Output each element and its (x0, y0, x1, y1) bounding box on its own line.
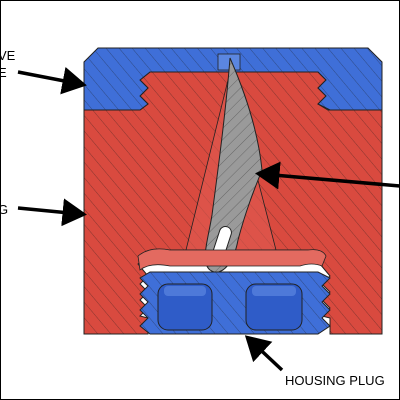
housing-plug (139, 271, 331, 335)
valve-cap-arrow (17, 66, 87, 95)
callout-arrows (17, 66, 400, 372)
blade-arrow (255, 161, 400, 190)
housing-label: G (0, 202, 9, 217)
housing-plug-arrow (244, 335, 284, 372)
o-ring-band (137, 248, 327, 271)
housing-arrow (17, 198, 87, 227)
valve-cap-label-line2: E (0, 65, 7, 80)
valve-cap (83, 47, 383, 111)
housing-plug-label: HOUSING PLUG (285, 373, 385, 388)
blade (204, 57, 263, 273)
valve-cap-label-line1: VE (0, 48, 16, 63)
